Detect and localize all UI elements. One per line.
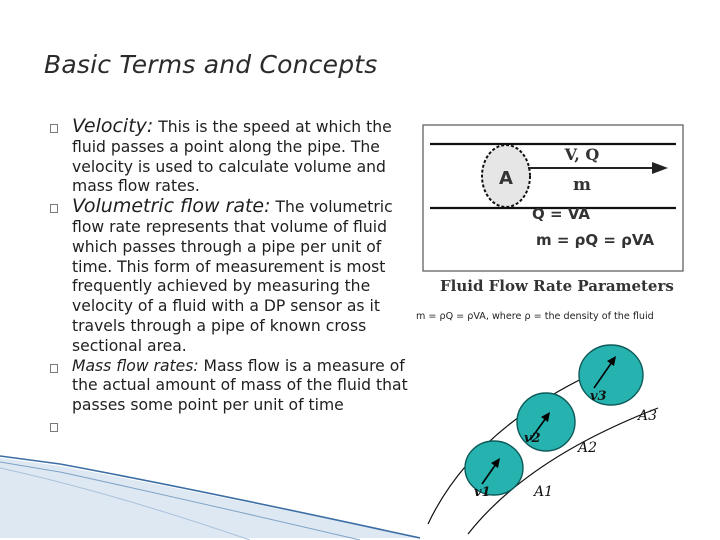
bullet-box-icon (50, 363, 58, 373)
bullet-box-icon (50, 124, 58, 133)
equation-m: m = ρQ = ρVA (536, 231, 654, 249)
swoosh-line-light (0, 461, 361, 540)
bullet-term-mass: Mass flow rates: (72, 356, 199, 375)
slide-title: Basic Terms and Concepts (44, 50, 378, 79)
label-a3: A3 (636, 408, 657, 424)
bullet-text-velocity: This is the speed at which the fluid pas… (72, 118, 392, 196)
label-a2: A2 (576, 440, 597, 456)
bullet-velocity: Velocity: This is the speed at which the… (50, 115, 415, 197)
velocity-arrow-v3 (593, 361, 613, 389)
flow-arrow-head-icon (652, 162, 668, 174)
velocity-arrow-v1 (481, 463, 497, 485)
arrow-label-m: m (573, 175, 591, 195)
label-a1: A1 (532, 484, 553, 500)
bullet-mass: Mass flow rates: Mass flow is a measure … (50, 357, 415, 416)
arrow-label-vq: V, Q (564, 145, 600, 164)
label-v3: v3 (590, 389, 607, 404)
swoosh-fill (0, 458, 420, 538)
pipe-frame (422, 124, 684, 272)
pipe-diagram: A V, Q m Q = VA m = ρQ = ρVA (422, 124, 684, 272)
arrow-head-icon (607, 356, 616, 366)
swoosh-line-faint (0, 467, 251, 540)
bullet-box-icon (50, 204, 58, 214)
flow-tube-diagram: v1 v2 v3 A1 A2 A3 (427, 344, 659, 535)
density-formula-note: m = ρQ = ρVA, where ρ = the density of t… (416, 311, 654, 322)
decorative-swoosh (0, 455, 420, 540)
bullet-list: Velocity: This is the speed at which the… (50, 115, 415, 436)
bullet-text-volumetric: The volumetric flow rate represents that… (72, 198, 393, 355)
streamline-lower (467, 407, 659, 535)
cross-section-ellipse (481, 144, 531, 208)
bullet-volumetric: Volumetric flow rate: The volumetric flo… (50, 195, 415, 356)
pipe-diagram-caption: Fluid Flow Rate Parameters (440, 277, 674, 295)
equation-q: Q = VA (532, 205, 590, 223)
label-v2: v2 (524, 431, 541, 446)
bullet-term-velocity: Velocity: (72, 115, 154, 137)
swoosh-line-dark (0, 455, 420, 539)
bullet-box-icon (50, 422, 58, 432)
bullet-term-volumetric: Volumetric flow rate: (72, 195, 271, 218)
velocity-arrow-v2 (529, 417, 547, 441)
cross-section-a3 (578, 344, 644, 406)
label-v1: v1 (474, 485, 491, 500)
arrow-head-icon (541, 412, 550, 422)
bullet-text-mass: Mass flow is a measure of the actual amo… (72, 356, 408, 415)
bullet-empty (50, 416, 415, 436)
area-label: A (499, 168, 513, 189)
arrow-head-icon (491, 458, 500, 468)
cross-section-a2 (516, 392, 576, 452)
